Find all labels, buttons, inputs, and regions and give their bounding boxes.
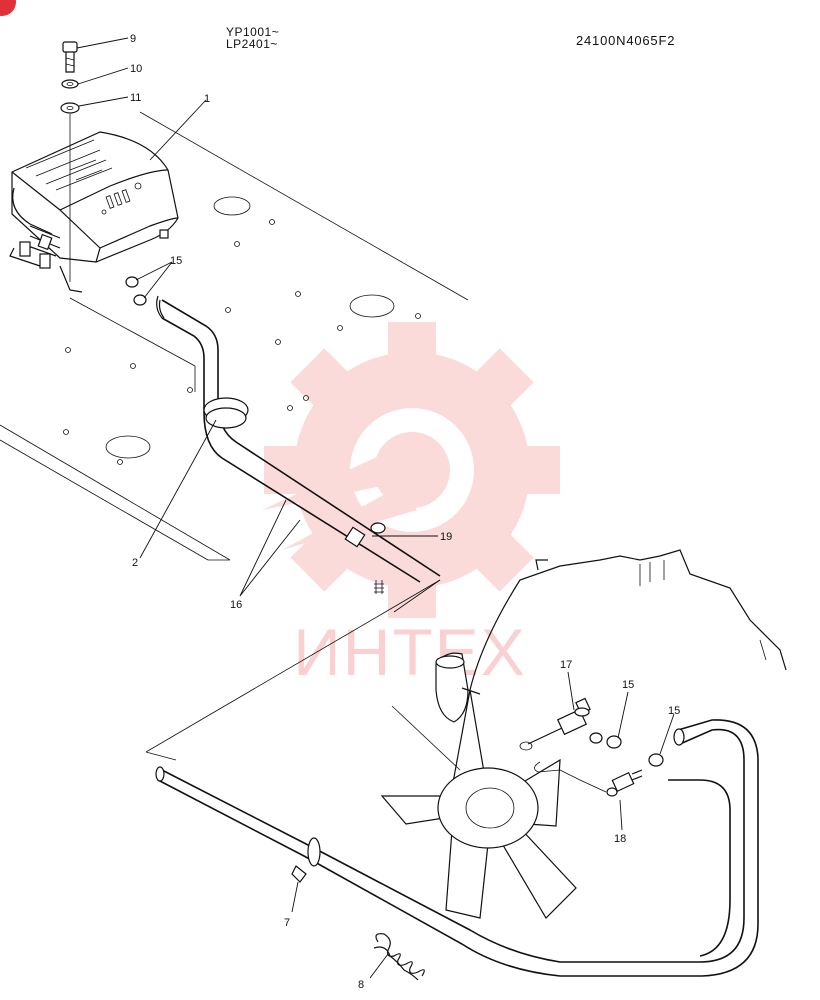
callout-labels: 9 10 11 1 15 2 16 19 17 15 15 18 7 8 bbox=[130, 33, 680, 991]
floor-plate bbox=[0, 111, 469, 761]
callout-1: 1 bbox=[204, 93, 210, 105]
watermark-text: ИНТЕХ bbox=[293, 615, 526, 689]
washer-10 bbox=[61, 79, 79, 89]
spring-guard-8 bbox=[373, 933, 425, 981]
water-cock-17 bbox=[519, 697, 607, 793]
leader-lines bbox=[76, 37, 675, 979]
engine-outline bbox=[435, 549, 787, 723]
hose-clamp-7 bbox=[291, 837, 321, 883]
callout-17: 17 bbox=[560, 659, 572, 671]
watermark-logo bbox=[262, 322, 560, 618]
drawing-code: 24100N4065F2 bbox=[576, 33, 676, 48]
connector-18 bbox=[606, 769, 643, 797]
callout-16: 16 bbox=[230, 599, 242, 611]
callout-15-mid: 15 bbox=[622, 679, 634, 691]
callout-10: 10 bbox=[130, 63, 142, 75]
cooling-fan bbox=[380, 689, 577, 919]
callout-8: 8 bbox=[358, 979, 364, 991]
hose-clamp-15-right bbox=[606, 735, 664, 767]
heater-unit bbox=[9, 131, 179, 293]
callout-11: 11 bbox=[130, 92, 141, 104]
callout-2: 2 bbox=[132, 557, 138, 569]
heater-hoses-16 bbox=[156, 295, 441, 583]
small-spring bbox=[374, 580, 384, 594]
callout-19: 19 bbox=[440, 531, 452, 543]
lower-heater-hose bbox=[155, 719, 759, 977]
grommet-2 bbox=[203, 397, 249, 429]
serial-range-lp: LP2401~ bbox=[226, 37, 278, 51]
bolt-9 bbox=[62, 41, 78, 73]
hose-clamp-19 bbox=[344, 522, 386, 548]
callout-7: 7 bbox=[284, 917, 290, 929]
callout-15-upper: 15 bbox=[170, 255, 182, 267]
washer-11 bbox=[60, 102, 80, 282]
callout-9: 9 bbox=[130, 33, 136, 45]
callout-15-right: 15 bbox=[668, 705, 680, 717]
callout-18: 18 bbox=[614, 833, 626, 845]
corner-badge bbox=[0, 0, 16, 16]
hose-clamp-15-upper bbox=[125, 276, 147, 306]
serial-range-yp: YP1001~ bbox=[226, 25, 280, 39]
